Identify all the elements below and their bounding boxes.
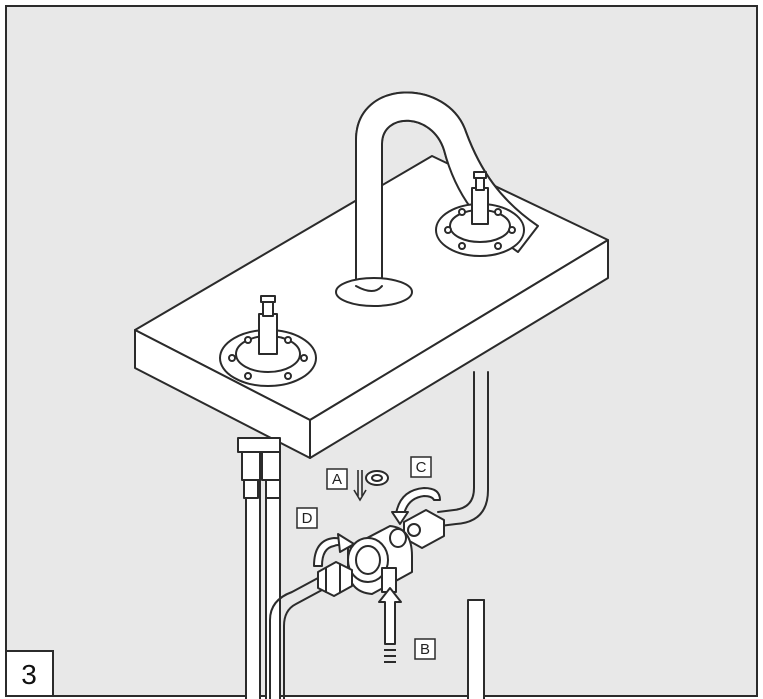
right-hose	[437, 371, 489, 527]
step-number-box: 3	[5, 650, 54, 697]
left-valve-assembly	[219, 295, 317, 387]
callout-a: A	[326, 468, 348, 490]
callout-c-label: C	[416, 459, 427, 476]
down-arrow-icon	[353, 470, 367, 502]
left-underside-fittings	[237, 437, 281, 499]
up-arrow-icon	[378, 587, 402, 663]
left-hose	[269, 577, 323, 699]
callout-b-label: B	[420, 641, 430, 658]
left-compression-nut	[317, 561, 353, 597]
right-valve-assembly	[435, 171, 525, 257]
rotate-arrow-icon	[313, 487, 441, 567]
step-number: 3	[21, 659, 37, 690]
mixing-tee-fitting	[347, 525, 413, 595]
supply-pipe-b	[467, 599, 485, 699]
callout-b: B	[414, 638, 436, 660]
callout-c: C	[410, 456, 432, 478]
washer-icon	[365, 470, 389, 486]
callout-d: D	[296, 507, 318, 529]
callout-a-label: A	[332, 471, 342, 488]
callout-d-label: D	[302, 510, 313, 527]
